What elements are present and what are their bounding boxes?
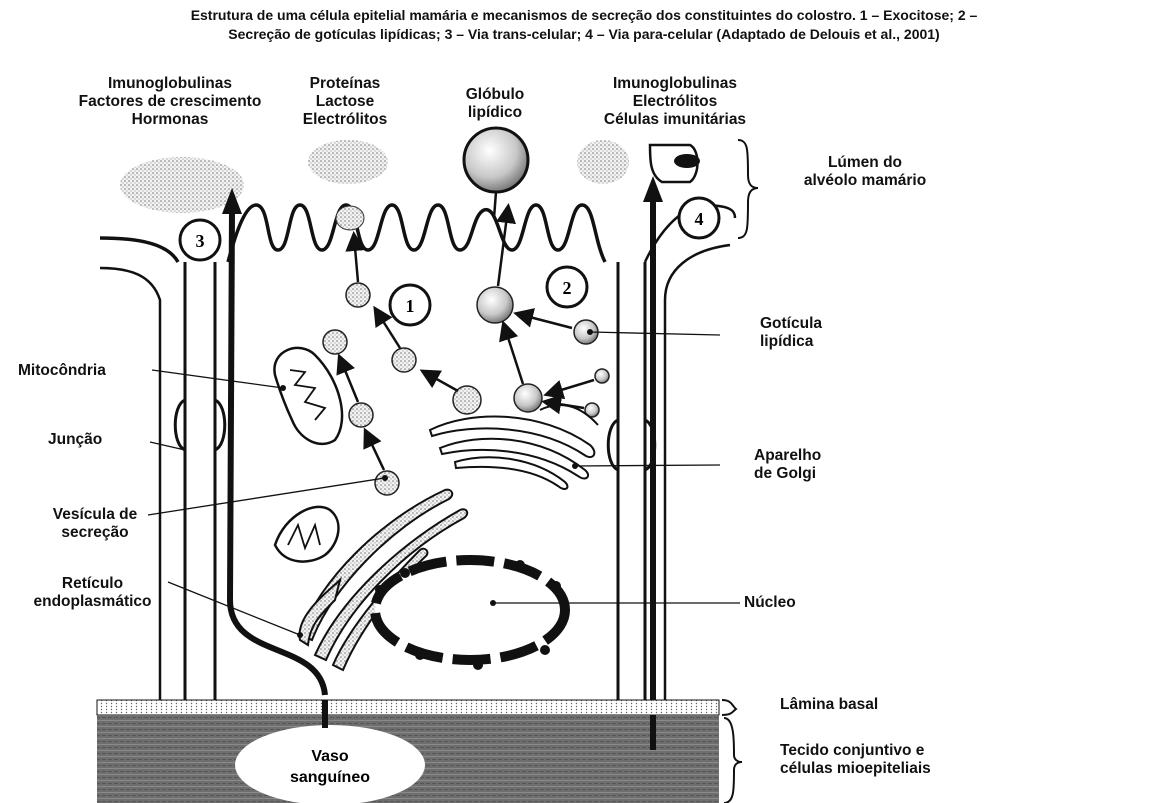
nucleus [375, 560, 565, 670]
label-golgi: Aparelho de Golgi [754, 447, 874, 483]
label-immunoglobulins-group: Imunoglobulinas Factores de crescimento … [40, 75, 300, 129]
label-text: Lactose [290, 93, 400, 111]
label-mitochondria: Mitocôndria [18, 362, 158, 380]
label-text: Hormonas [40, 111, 300, 129]
label-text: Imunoglobulinas [40, 75, 300, 93]
mitochondrion-2 [275, 507, 338, 562]
label-text: lipídico [440, 104, 550, 122]
label-text: Tecido conjuntivo e [780, 742, 1000, 760]
label-text: alvéolo mamário [775, 172, 955, 190]
label-text: Gotícula [760, 315, 880, 333]
label-text: endoplasmático [10, 593, 175, 611]
label-paracellular-group: Imunoglobulinas Electrólitos Células imu… [570, 75, 780, 133]
lipid-droplets [477, 287, 609, 417]
mitochondrion-1 [274, 348, 342, 444]
label-basal-lamina: Lâmina basal [780, 696, 940, 714]
exocytosis-vesicle [336, 206, 364, 230]
label-text: Electrólitos [290, 111, 400, 129]
basal-lamina [97, 700, 719, 715]
label-junction: Junção [48, 431, 148, 449]
lipid-globule [464, 128, 528, 192]
label-proteins-group: Proteínas Lactose Electrólitos [290, 75, 400, 131]
label-text: lipídica [760, 333, 880, 351]
label-text: Imunoglobulinas [570, 75, 780, 93]
label-text: células mioepiteliais [780, 760, 1000, 778]
junction-left [175, 400, 225, 450]
label-text: Vesícula de [30, 506, 160, 524]
label-endoplasmic-reticulum: Retículo endoplasmático [10, 575, 175, 611]
label-text: secreção [30, 524, 160, 542]
number-3: 3 [196, 231, 205, 251]
golgi-apparatus [430, 405, 598, 489]
number-1: 1 [406, 296, 415, 316]
label-text: Factores de crescimento [40, 93, 300, 111]
label-text: Lúmen do [775, 154, 955, 172]
secretion-cloud-1 [120, 157, 244, 213]
vessel-label-2: sanguíneo [290, 769, 370, 786]
label-nucleus: Núcleo [744, 594, 864, 612]
vessel-label-1: Vaso [311, 748, 349, 765]
lumen-bracket [738, 140, 758, 238]
label-text: de Golgi [754, 465, 874, 483]
label-secretory-vesicle: Vesícula de secreção [30, 506, 160, 542]
junction-right [608, 420, 655, 470]
label-text: Células imunitárias [570, 111, 780, 129]
label-lumen: Lúmen do alvéolo mamário [775, 154, 955, 190]
number-2: 2 [563, 278, 572, 298]
label-text: Electrólitos [570, 93, 780, 111]
secretion-cloud-2 [308, 140, 388, 184]
label-lipid-droplet: Gotícula lipídica [760, 315, 880, 351]
label-text: Retículo [10, 575, 175, 593]
tissue-bracket [724, 718, 742, 803]
number-4: 4 [695, 209, 704, 229]
label-text: Proteínas [290, 75, 400, 93]
basal-bracket [722, 700, 736, 715]
label-connective-tissue: Tecido conjuntivo e células mioepiteliai… [780, 742, 1000, 778]
label-text: Aparelho [754, 447, 874, 465]
secretion-cloud-4 [577, 140, 629, 184]
label-text: Glóbulo [440, 86, 550, 104]
label-lipid-globule: Glóbulo lipídico [440, 86, 550, 124]
